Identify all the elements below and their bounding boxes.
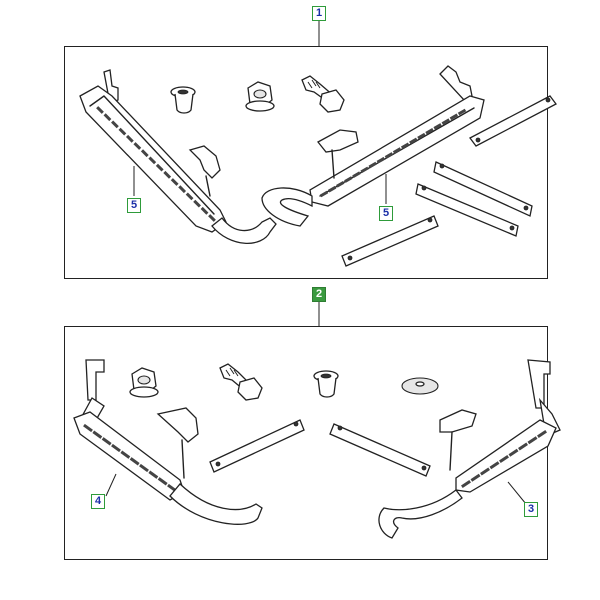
support-bracket-b (433, 161, 533, 217)
tread-slot (157, 477, 168, 486)
tread-slot (392, 147, 402, 154)
bottom-assembly-panel (64, 326, 548, 560)
tread-slot (417, 132, 426, 140)
tread-slot (148, 156, 157, 165)
washer-bottom (401, 377, 439, 395)
tread-slot (518, 442, 528, 451)
tread-slot (200, 206, 209, 215)
right-side-step-top (261, 65, 485, 227)
tread-slot (129, 457, 140, 466)
callout-right-step-bottom[interactable]: 3 (524, 502, 538, 517)
tread-slot (111, 443, 121, 453)
tread-slot (170, 178, 179, 186)
tread-slot (344, 176, 353, 183)
support-bracket-c (415, 183, 519, 237)
tread-slot (319, 190, 329, 198)
tread-slot (140, 149, 149, 158)
tread-slot (96, 106, 104, 114)
callout-group-2[interactable]: 2 (312, 287, 326, 302)
tread-slot (193, 199, 201, 208)
tread-slot (336, 181, 345, 188)
flange-nut-top (245, 81, 275, 112)
callout-group-1[interactable]: 1 (312, 6, 326, 21)
tread-slot (433, 123, 442, 130)
tread-slot (457, 108, 467, 116)
tread-slot (133, 142, 142, 150)
tread-slot (384, 152, 394, 159)
tread-slot (425, 127, 434, 135)
tread-slot (352, 171, 361, 179)
tread-slot (178, 185, 187, 194)
tread-slot (400, 142, 410, 150)
tread-slot (368, 161, 377, 169)
support-bracket-a (469, 95, 557, 147)
tread-slot (148, 470, 159, 479)
tread-slot (489, 461, 500, 470)
tread-slot (139, 463, 149, 473)
bolt-top (301, 75, 345, 113)
tread-slot (111, 120, 119, 129)
tread-slot (360, 166, 369, 174)
tread-slot (537, 429, 547, 439)
tread-slot (527, 436, 538, 445)
left-side-step-top (79, 69, 277, 244)
tread-slot (155, 163, 164, 172)
leader-left-step-bottom (105, 473, 117, 497)
rivet-nut-bottom (313, 370, 339, 398)
tread-slot (499, 454, 509, 464)
left-side-step-bottom (73, 359, 263, 525)
support-bracket-d (341, 215, 439, 267)
tread-slot (441, 118, 450, 125)
leader-right-step-bottom (507, 481, 527, 505)
tread-slot (125, 134, 134, 143)
tread-slot (208, 214, 216, 222)
right-side-step-bottom (378, 359, 561, 539)
bolt-bottom (219, 363, 263, 401)
tread-slot (185, 192, 194, 201)
tread-slot (409, 137, 418, 145)
flange-nut-bottom (129, 367, 159, 398)
tread-slot (83, 423, 93, 433)
tread-slot (449, 113, 459, 121)
tread-slot (103, 113, 112, 122)
tread-slot (118, 127, 127, 136)
tread-slot (376, 156, 386, 164)
tread-slot (101, 437, 112, 446)
callout-left-step-top[interactable]: 5 (127, 198, 141, 213)
tread-slot (461, 479, 471, 489)
tread-slot (163, 170, 172, 179)
tread-slot (327, 185, 337, 193)
tread-slot (470, 473, 481, 482)
tread-slot (480, 467, 490, 476)
tread-slot (120, 450, 131, 459)
tread-slot (92, 430, 103, 439)
rivet-nut-top (170, 86, 196, 114)
callout-right-step-top[interactable]: 5 (379, 206, 393, 221)
callout-left-step-bottom[interactable]: 4 (91, 494, 105, 509)
tread-slot (508, 448, 519, 457)
support-bracket-e (209, 419, 305, 473)
support-bracket-f (329, 423, 431, 477)
